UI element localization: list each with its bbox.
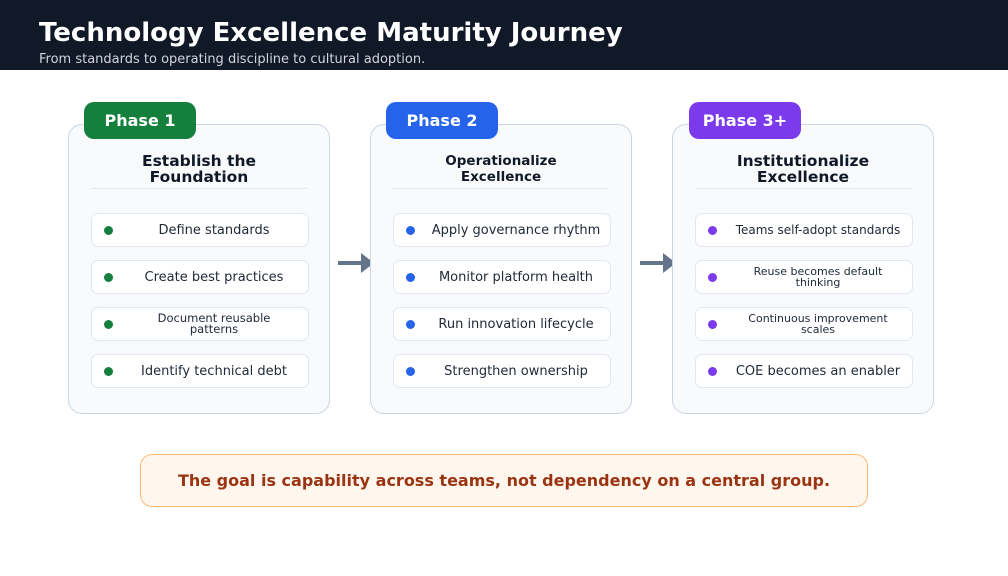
bullet-dot [708,320,717,329]
phase-2-card: Operationalize Excellence Apply governan… [370,124,632,414]
phase-1-title-line-1: Establish the [141,152,257,170]
phase-3-item-2-text: Reuse becomes default thinking [753,265,883,289]
page-title: Technology Excellence Maturity Journey [39,18,623,48]
phase-3-card: Institutionalize Excellence Teams self-a… [672,124,934,414]
phase-1-badge: Phase 1 [84,102,196,139]
phase-3-item-3-text: Continuous improvement scales [748,312,888,336]
phase-2-title-line-2: Excellence [460,169,542,185]
phase-1-item-3-text: Document reusable patterns [157,311,271,336]
phase-2-item-3-text: Run innovation lifecycle [438,316,594,332]
card-divider [393,188,609,189]
bullet-dot [104,320,113,329]
bullet-dot [406,226,415,235]
right-arrow-icon [640,253,676,273]
phase-1-item-1-text: Define standards [158,222,270,238]
phase-1-item-2: Create best practices [91,260,309,294]
phase-1-item-4-text: Identify technical debt [141,363,287,379]
phase-2-title-line-1: Operationalize [445,153,557,169]
bullet-dot [406,273,415,282]
phase-3-item-1: Teams self-adopt standards [695,213,913,247]
phase-3-title-line-1: Institutionalize [736,152,870,170]
phase-1-item-4: Identify technical debt [91,354,309,388]
phase-2-badge: Phase 2 [386,102,498,139]
phase-3-item-3: Continuous improvement scales [695,307,913,341]
bullet-dot [104,273,113,282]
goal-text: The goal is capability across teams, not… [177,471,831,490]
bullet-dot [406,367,415,376]
goal-callout: The goal is capability across teams, not… [140,454,868,507]
phase-3-item-1-text: Teams self-adopt standards [735,222,901,237]
phase-1-item-2-text: Create best practices [144,269,284,285]
bullet-dot [708,367,717,376]
bullet-dot [104,226,113,235]
card-divider [695,188,911,189]
phase-2-item-1-text: Apply governance rhythm [431,222,601,238]
header-bar: Technology Excellence Maturity Journey F… [0,0,1008,70]
bullet-dot [708,273,717,282]
card-divider [91,188,307,189]
phase-1-title-line-2: Foundation [149,168,249,186]
phase-2-item-2-text: Monitor platform health [438,269,594,285]
phase-3-badge: Phase 3+ [689,102,801,139]
phase-2-item-4-text: Strengthen ownership [444,363,588,379]
phase-1-title: Establish the Foundation [69,153,329,185]
phase-3-item-4-text: COE becomes an enabler [735,363,901,379]
phase-1-card: Establish the Foundation Define standard… [68,124,330,414]
bullet-dot [104,367,113,376]
phase-2-title: Operationalize Excellence [371,153,631,185]
phase-2-item-2: Monitor platform health [393,260,611,294]
phase-2-item-3: Run innovation lifecycle [393,307,611,341]
phase-3-item-4: COE becomes an enabler [695,354,913,388]
phase-2-item-4: Strengthen ownership [393,354,611,388]
phase-3-item-2: Reuse becomes default thinking [695,260,913,294]
phase-1-item-3: Document reusable patterns [91,307,309,341]
phase-3-title-line-2: Excellence [756,168,850,186]
bullet-dot [406,320,415,329]
phase-3-title: Institutionalize Excellence [673,153,933,185]
bullet-dot [708,226,717,235]
phase-2-item-1: Apply governance rhythm [393,213,611,247]
right-arrow-icon [338,253,374,273]
phase-1-item-1: Define standards [91,213,309,247]
page-subtitle: From standards to operating discipline t… [39,52,426,67]
